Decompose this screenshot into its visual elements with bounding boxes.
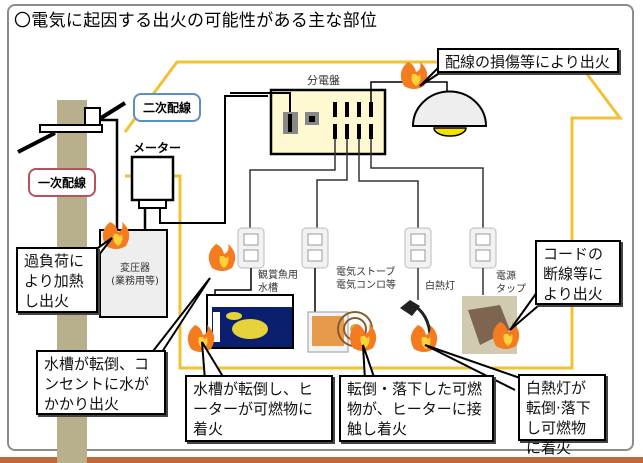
outlet-2 <box>301 227 329 269</box>
aquarium-label-line2: 水槽 <box>258 283 278 294</box>
transformer-label-line2: (業務用等) <box>111 276 159 287</box>
outlet-1 <box>237 227 265 269</box>
panel-label: 分電盤 <box>307 74 340 87</box>
secondary-wiring-tag: 二次配線 <box>133 93 202 122</box>
callout-aquarium-heater: 水槽が転倒し、ヒーターが可燃物に着火 <box>185 375 333 442</box>
flame-icon <box>400 62 428 89</box>
flame-icon <box>208 244 236 271</box>
callout-wiring-damage: 配線の損傷等により出火 <box>437 48 619 73</box>
outlet-4 <box>469 227 497 269</box>
aquarium-label-line1: 観賞魚用 <box>258 270 298 281</box>
transformer-label-line1: 変圧器 <box>120 263 150 274</box>
bottom-accent-bar <box>0 457 643 463</box>
heater-label: 電気ストーブ 電気コンロ等 <box>336 266 396 292</box>
callout-aquarium-outlet: 水槽が転倒、コンセントに水がかかり出火 <box>36 350 166 415</box>
flame-icon <box>187 325 215 352</box>
callout-lamp-fall: 白熱灯が転倒·落下し可燃物に着火 <box>518 374 606 457</box>
lamp-label: 白熱灯 <box>425 281 455 292</box>
transformer-label: 変圧器 (業務用等) <box>108 262 162 288</box>
pole-crossarm <box>39 124 103 133</box>
callout-cord-break: コードの断線等により出火 <box>535 240 621 305</box>
page-title: 〇電気に起因する出火の可能性がある主な部位 <box>14 11 378 31</box>
heater-label-line2: 電気コンロ等 <box>336 280 396 291</box>
power-strip-label-line2: タップ <box>496 284 526 295</box>
house-outline <box>123 57 623 370</box>
aquarium-label: 観賞魚用 水槽 <box>258 269 298 295</box>
pole-insulator <box>84 107 101 126</box>
meter-label: メーター <box>133 141 182 155</box>
callout-overload: 過負荷により加熱し出火 <box>16 247 98 313</box>
primary-wiring-tag: 一次配線 <box>28 168 97 197</box>
power-strip-label: 電源 タップ <box>496 270 526 296</box>
power-strip-label-line1: 電源 <box>496 271 516 282</box>
ceiling-lamp-shade <box>411 90 488 127</box>
outlet-3 <box>404 227 432 269</box>
meter-box <box>130 155 175 202</box>
callout-heater-contact: 転倒・落下した可燃物が、ヒーターに接触し着火 <box>339 375 494 442</box>
desk-lamp <box>400 300 420 316</box>
heater-label-line1: 電気ストーブ <box>336 267 396 278</box>
